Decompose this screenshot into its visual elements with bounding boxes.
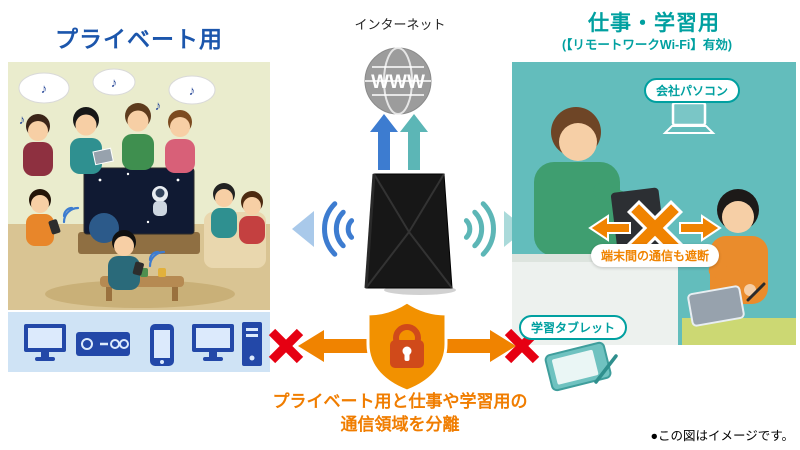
kid-with-smartphone [26, 189, 80, 246]
wifi-waves-left-icon [288, 196, 362, 262]
private-zone-title: プライベート用 [55, 26, 223, 52]
caption-line-1: プライベート用と仕事や学習用の [272, 392, 528, 411]
work-zone-subtitle: (【リモートワークWi-Fi】有効) [561, 38, 732, 52]
kids-on-sofa [211, 183, 265, 244]
blocked-x-left-icon [268, 328, 304, 364]
person-singing [23, 114, 53, 176]
learning-tablet-icon [540, 338, 624, 394]
private-devices-bar [8, 312, 270, 372]
work-zone-title: 仕事・学習用 [588, 12, 720, 35]
separation-graphic [262, 300, 552, 394]
music-note-icon: ♪ [189, 83, 196, 98]
www-globe-icon: WWW [362, 45, 434, 117]
learning-tablet-badge: 学習タブレット [519, 315, 628, 340]
wifi-router-device [362, 168, 456, 296]
company-pc-badge: 会社パソコン [644, 78, 741, 103]
security-shield-lock-icon [366, 300, 448, 393]
separation-caption: プライベート用と仕事や学習用の 通信領域を分離 [240, 390, 560, 436]
person-man [122, 103, 154, 170]
speech-bubbles: ♪ ♪ ♪ ♪ ♪ [18, 68, 216, 127]
internet-label: インターネット [354, 17, 446, 32]
music-note-icon: ♪ [155, 98, 162, 113]
person-with-tablet [70, 107, 114, 174]
image-disclaimer-note: ●この図はイメージです。 [650, 429, 794, 443]
private-family-illustration: ♪ ♪ ♪ ♪ ♪ [8, 62, 270, 310]
desktop-pc-icon [192, 322, 262, 366]
smartphone-icon [150, 324, 174, 366]
music-note-icon: ♪ [19, 112, 26, 127]
person-sitting-with-phone [108, 230, 166, 290]
uplink-arrows-icon [370, 114, 428, 170]
child-student [708, 189, 768, 304]
monitor-icon [24, 324, 66, 361]
learning-tablet-device [687, 282, 766, 327]
company-laptop-icon [660, 100, 718, 140]
device-block-badge: 端末間の通信も遮断 [590, 244, 720, 267]
work-learning-illustration [512, 62, 796, 345]
globe-label: WWW [371, 72, 425, 93]
audio-receiver-icon [76, 332, 130, 356]
music-note-icon: ♪ [41, 81, 48, 96]
person-woman [165, 110, 195, 173]
device-block-x-icon [588, 199, 722, 257]
music-note-icon: ♪ [111, 75, 118, 90]
tv [78, 167, 200, 254]
caption-line-2: 通信領域を分離 [340, 415, 460, 434]
